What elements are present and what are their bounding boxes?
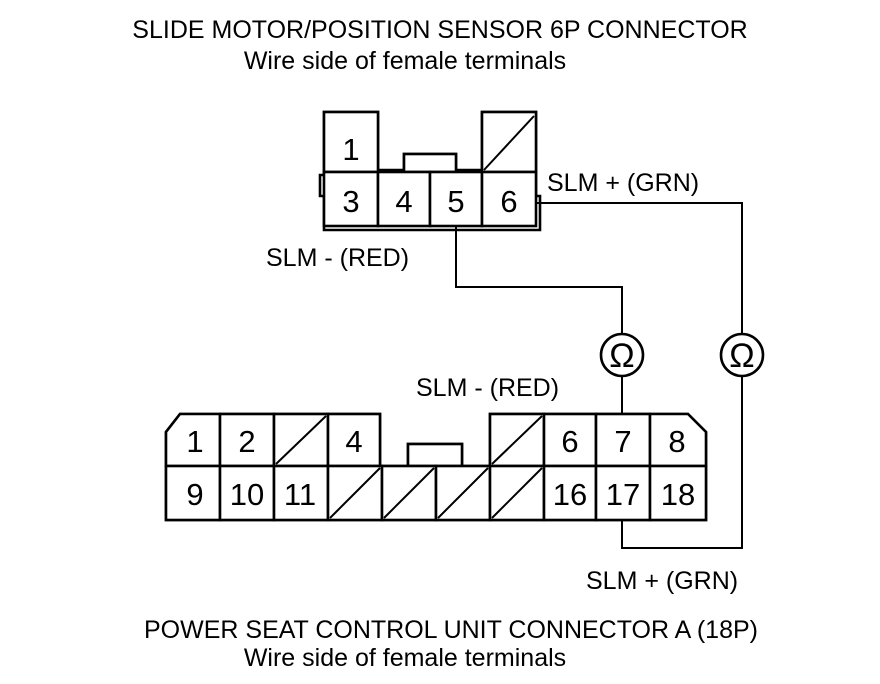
bottom-pin-15-slash (491, 467, 543, 519)
bottom-pin-14-slash (437, 467, 489, 519)
bottom-pin-9-cell (164, 464, 222, 522)
top-connector: 1 3 4 5 6 (318, 110, 542, 232)
bottom-wire-minus-label: SLM - (RED) (416, 374, 559, 402)
bottom-pin-17-cell (594, 464, 652, 522)
top-pin-3-cell (322, 170, 380, 228)
bottom-pin-2-cell (218, 412, 276, 468)
bottom-pin-4-cell (326, 412, 382, 468)
bottom-pin-10-cell (218, 464, 276, 522)
top-wire-plus-label: SLM + (GRN) (547, 169, 699, 197)
ohm-icon: Ω (729, 337, 754, 375)
bottom-pin-7: 7 (614, 424, 631, 459)
bottom-connector: 1 2 4 6 7 8 9 10 11 16 17 18 (164, 412, 708, 522)
bottom-pin-2: 2 (238, 424, 255, 459)
top-blank-slash (483, 115, 535, 171)
bottom-pin-13-slash (383, 467, 435, 519)
bottom-pin-9: 9 (186, 477, 203, 512)
bottom-pin-3-slash (275, 415, 327, 465)
top-connector-subtitle: Wire side of female terminals (244, 47, 566, 75)
bottom-lock-tab (406, 442, 464, 468)
ohmmeter-grn-circle (719, 332, 765, 378)
top-pin-4: 4 (395, 184, 412, 219)
bottom-pin-18-cell (648, 464, 708, 522)
bottom-pin-17: 17 (606, 477, 640, 512)
ohm-icon: Ω (609, 337, 634, 375)
bottom-pin-1: 1 (186, 424, 203, 459)
ohmmeter-grn: Ω (719, 332, 765, 378)
bottom-connector-subtitle: Wire side of female terminals (244, 644, 566, 672)
bottom-pin-11: 11 (284, 477, 316, 512)
bottom-pin-8: 8 (668, 424, 685, 459)
bottom-pin-12-slash (329, 467, 381, 519)
wire-grn-top (536, 202, 743, 335)
bottom-pin-10: 10 (230, 477, 264, 512)
top-pin-4-cell (376, 170, 432, 228)
top-lock-tab (402, 152, 458, 174)
bottom-pin-16: 16 (553, 477, 587, 512)
bottom-pin-8-cell (648, 412, 708, 468)
top-pin-5: 5 (447, 184, 464, 219)
top-pin-6-cell (480, 170, 538, 228)
top-connector-title: SLIDE MOTOR/POSITION SENSOR 6P CONNECTOR (132, 16, 747, 44)
wire-red-top (455, 226, 623, 335)
bottom-pin-5-slash (491, 415, 543, 465)
bottom-pin-4: 4 (345, 424, 362, 459)
top-wire-minus-label: SLM - (RED) (266, 244, 409, 272)
bottom-connector-title: POWER SEAT CONTROL UNIT CONNECTOR A (18P… (144, 616, 758, 644)
bottom-pin-16-cell (542, 464, 598, 522)
top-pin-3: 3 (342, 184, 359, 219)
ohmmeter-red: Ω (599, 332, 645, 378)
top-pin-6: 6 (500, 184, 517, 219)
bottom-pin-6: 6 (561, 424, 578, 459)
ohmmeter-red-circle (599, 332, 645, 378)
top-pin-1: 1 (342, 132, 359, 167)
wire-grn-bottom (621, 376, 743, 549)
bottom-pin-18: 18 (661, 477, 695, 512)
bottom-wire-plus-label: SLM + (GRN) (586, 567, 738, 595)
